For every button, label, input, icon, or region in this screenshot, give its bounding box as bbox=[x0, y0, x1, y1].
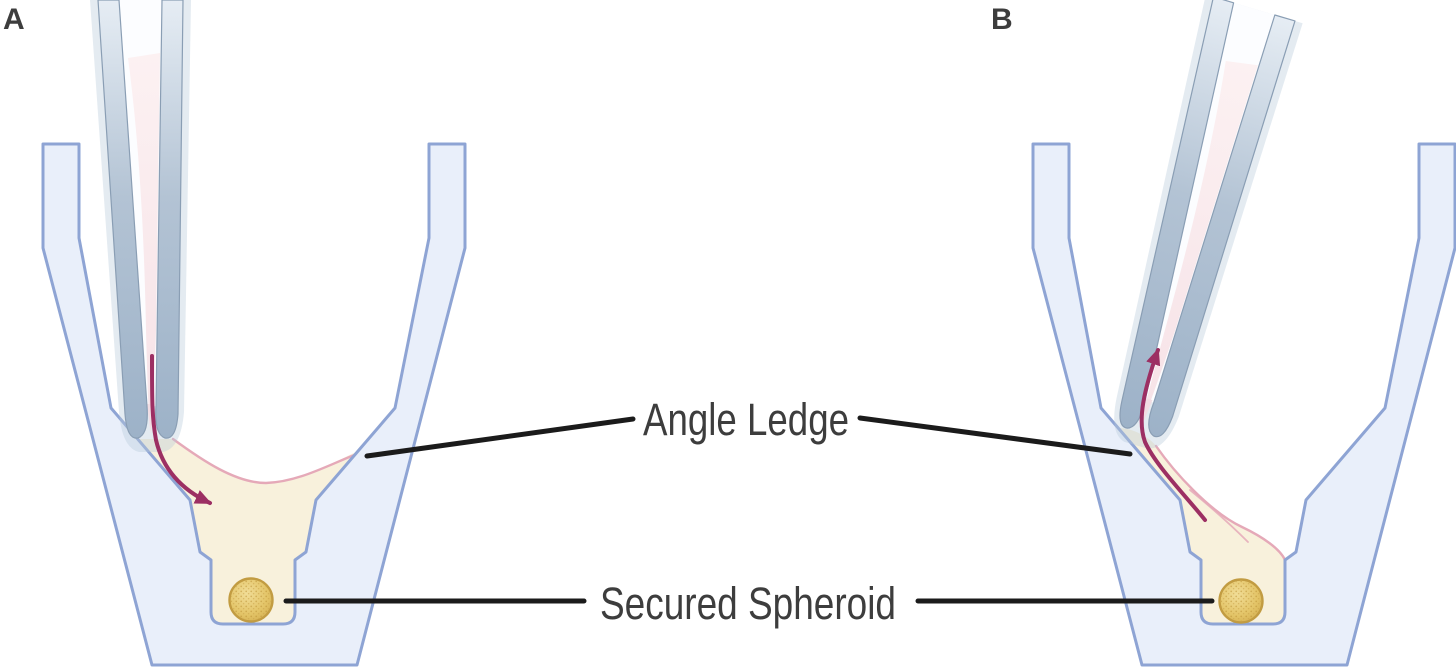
panel-a-letter: A bbox=[3, 3, 25, 36]
callout-line-angle-ledge-left bbox=[364, 416, 636, 459]
callout-line-angle-ledge-right bbox=[857, 415, 1133, 457]
panel-a bbox=[41, 0, 467, 667]
secured-spheroid-label: Secured Spheroid bbox=[600, 578, 896, 629]
dispense-flow-arrow-icon bbox=[150, 354, 212, 505]
panel-b bbox=[1031, 0, 1456, 667]
media-pool bbox=[1118, 428, 1285, 624]
spheroid bbox=[228, 577, 274, 623]
aspirate-flow-arrow-icon bbox=[1139, 348, 1207, 522]
pipette-tip-angled bbox=[1076, 0, 1304, 458]
media-fold-line bbox=[1189, 489, 1249, 543]
angle-ledge-label: Angle Ledge bbox=[643, 394, 849, 445]
annotations: Angle Ledge Secured Spheroid A B bbox=[3, 3, 1215, 629]
media-pool bbox=[117, 416, 358, 624]
panel-b-letter: B bbox=[991, 3, 1013, 36]
spheroid bbox=[1218, 578, 1264, 624]
media-meniscus-line bbox=[1154, 444, 1287, 562]
